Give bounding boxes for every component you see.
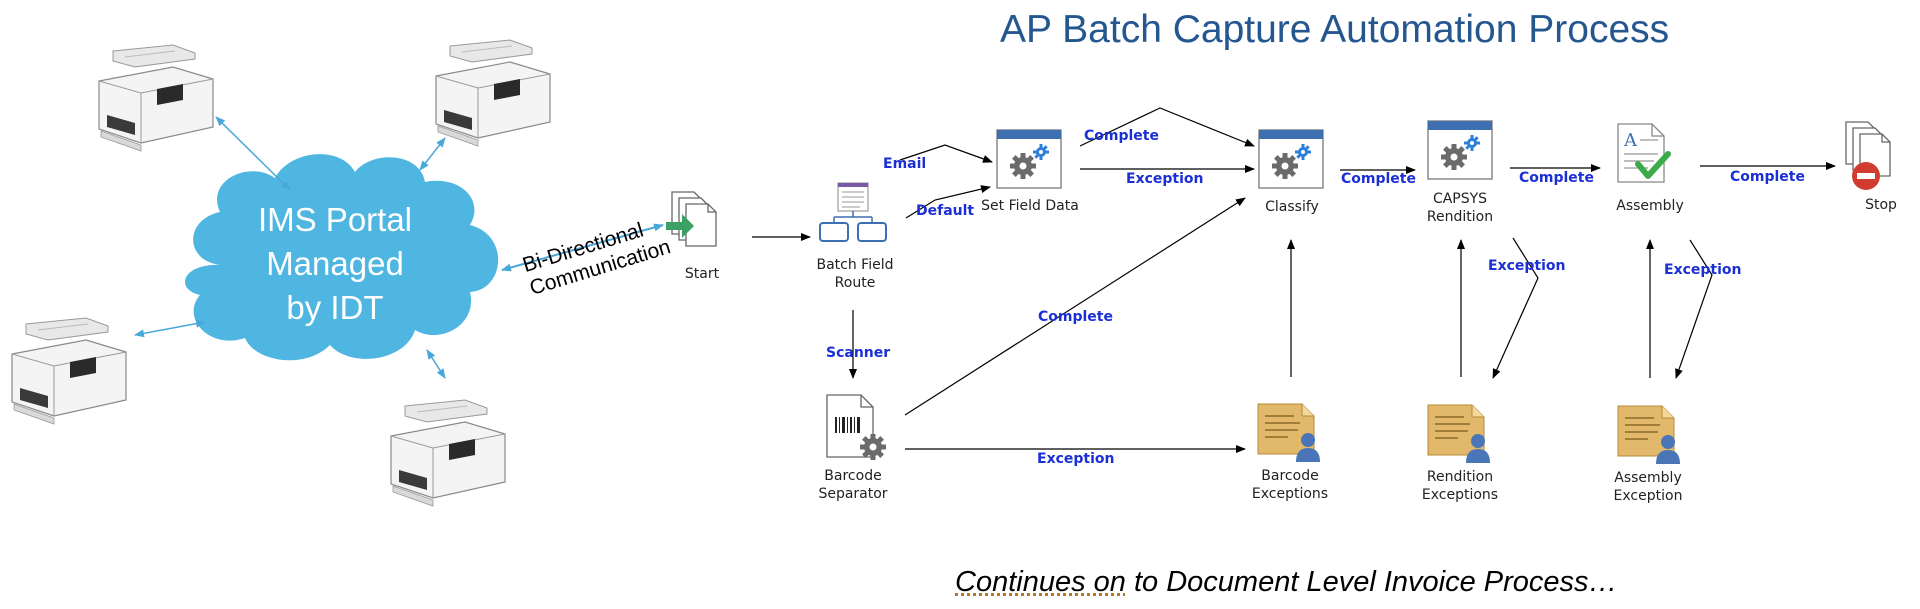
node-rendition-exceptions-line-1: Rendition	[1426, 469, 1494, 485]
scanner-bottom	[390, 399, 506, 507]
scanner-link-top-right	[419, 137, 446, 171]
edge-label-complete-barcode: Complete	[1038, 309, 1113, 325]
page-title: AP Batch Capture Automation Process	[1000, 8, 1670, 51]
cloud-line-2: Managed	[266, 245, 404, 282]
footer-note: Continues on to Document Level Invoice P…	[955, 566, 1618, 599]
edge-label-scanner: Scanner	[826, 345, 891, 361]
edge-exception-capsys	[1492, 237, 1539, 379]
edge-default	[905, 185, 991, 219]
edge-complete-sfd-classify	[1079, 107, 1255, 147]
node-barcode-exceptions-line-2: Exceptions	[1251, 486, 1329, 502]
edge-label-complete-capsys: Complete	[1519, 170, 1594, 186]
node-barcode-separator-line-2: Separator	[818, 486, 888, 502]
node-barcode-exceptions-line-1: Barcode	[1261, 468, 1319, 484]
node-assembly-exception-label: Assembly Exception	[1603, 469, 1693, 505]
node-batch-field-route-line-2: Route	[834, 275, 876, 291]
edge-label-complete-classify: Complete	[1341, 171, 1416, 187]
node-stop-label: Stop	[1865, 197, 1897, 213]
edge-email	[899, 144, 993, 163]
node-set-field-data-label: Set Field Data	[981, 198, 1079, 214]
node-assembly-exception-line-1: Assembly	[1614, 470, 1682, 486]
assembly-icon: A	[1617, 123, 1671, 183]
edge-label-email: Email	[883, 156, 927, 172]
edge-label-complete-assembly: Complete	[1730, 169, 1805, 185]
scanner-mid-left	[11, 317, 127, 425]
edge-exception-assembly	[1675, 239, 1713, 379]
node-barcode-exceptions-label: Barcode Exceptions	[1245, 467, 1335, 503]
barcode-exceptions-icon	[1257, 403, 1321, 463]
footer-underlined: Continues on	[955, 566, 1126, 598]
edge-label-exception-assembly: Exception	[1664, 262, 1742, 278]
start-icon	[666, 191, 717, 247]
ims-portal-cloud	[185, 154, 499, 361]
batch-field-route-icon	[819, 182, 887, 242]
cloud-line-3: by IDT	[286, 289, 384, 326]
edge-label-default: Default	[916, 203, 975, 219]
node-start-label: Start	[684, 266, 720, 282]
capsys-rendition-icon	[1428, 121, 1492, 179]
rendition-exceptions-icon	[1427, 404, 1491, 464]
node-assembly-exception-line-2: Exception	[1613, 488, 1683, 504]
assembly-exception-icon	[1617, 405, 1681, 465]
footer-rest: to Document Level Invoice Process…	[1125, 566, 1618, 598]
barcode-separator-icon	[826, 394, 886, 460]
node-capsys-line-2: Rendition	[1426, 209, 1494, 225]
node-batch-field-route-label: Batch Field Route	[810, 256, 900, 292]
scanner-link-top-left	[215, 116, 291, 191]
node-rendition-exceptions-label: Rendition Exceptions	[1415, 468, 1505, 504]
node-batch-field-route-line-1: Batch Field	[816, 257, 894, 273]
edge-complete-barcode-classify	[904, 197, 1246, 416]
scanner-top-right	[435, 39, 551, 147]
node-barcode-separator-label: Barcode Separator	[808, 467, 898, 503]
node-rendition-exceptions-line-2: Exceptions	[1421, 487, 1499, 503]
stop-icon	[1845, 121, 1891, 190]
scanner-top-left	[98, 44, 214, 152]
node-capsys-rendition-label: CAPSYS Rendition	[1415, 190, 1505, 226]
scanner-link-bottom	[426, 349, 446, 379]
cloud-label: IMS Portal Managed by IDT	[230, 198, 440, 330]
node-classify-label: Classify	[1265, 199, 1319, 215]
classify-icon	[1259, 130, 1323, 188]
edge-label-exception-sfd: Exception	[1126, 171, 1204, 187]
node-barcode-separator-line-1: Barcode	[824, 468, 882, 484]
edge-label-exception-barcode: Exception	[1037, 451, 1115, 467]
set-field-data-icon	[997, 130, 1061, 188]
node-capsys-line-1: CAPSYS	[1432, 191, 1488, 207]
svg-text:A: A	[1623, 130, 1638, 151]
cloud-line-1: IMS Portal	[257, 201, 413, 238]
node-assembly-label: Assembly	[1616, 198, 1684, 214]
bidirectional-link	[501, 223, 664, 272]
edge-label-exception-capsys: Exception	[1488, 258, 1566, 274]
edge-label-complete-sfd: Complete	[1084, 128, 1159, 144]
scanner-link-mid-left	[134, 319, 206, 338]
